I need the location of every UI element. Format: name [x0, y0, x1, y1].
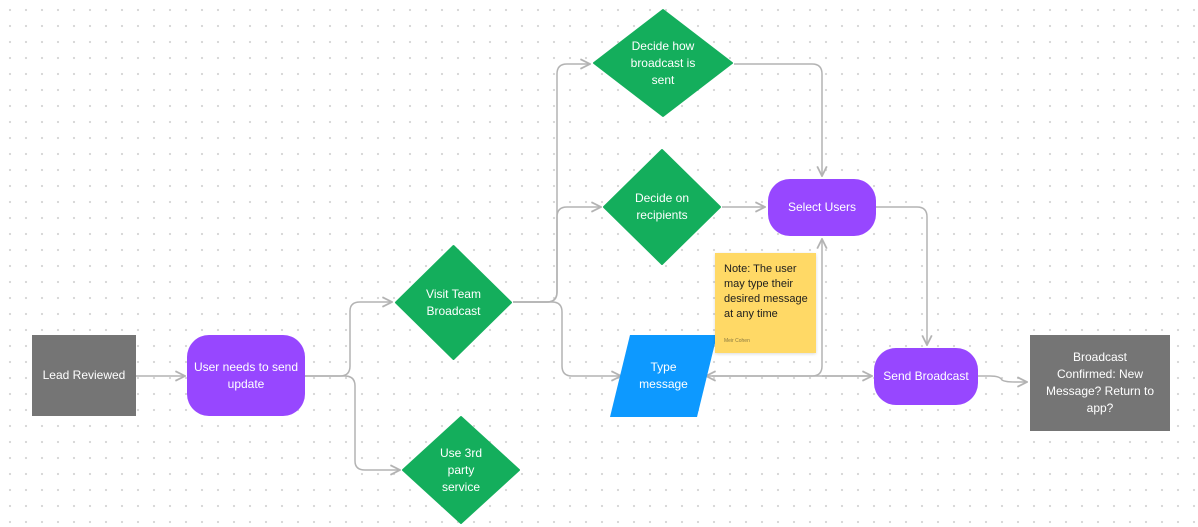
node-label: Use 3rd party service	[439, 445, 483, 494]
node-label: User needs to send update	[193, 359, 299, 391]
node-send-broadcast[interactable]: Send Broadcast	[874, 348, 978, 405]
node-type-message[interactable]: Type message	[610, 335, 717, 417]
diamond-shape	[402, 416, 520, 524]
node-use-3rd-party[interactable]: Use 3rd party service	[401, 415, 521, 525]
node-label: Send Broadcast	[883, 369, 969, 383]
sticky-note[interactable]: Note: The user may type their desired me…	[715, 253, 816, 353]
node-label: Lead Reviewed	[42, 368, 126, 382]
edge-visit-to-decide-recipients	[513, 207, 601, 303]
node-broadcast-confirmed[interactable]: Broadcast Confirmed: New Message? Return…	[1030, 335, 1170, 431]
diamond-shape	[395, 245, 512, 360]
parallelogram-shape	[610, 335, 717, 417]
edge-send-to-confirmed	[978, 375, 1027, 382]
diamond-shape	[603, 149, 721, 265]
sticky-note-text: Note: The user may type their desired me…	[724, 263, 808, 320]
node-select-users[interactable]: Select Users	[768, 179, 876, 236]
node-label: Type message	[639, 360, 688, 391]
edge-visit-to-decide-how	[513, 64, 590, 303]
node-label: Decide on recipients	[634, 191, 690, 222]
edge-decide-how-to-select	[734, 63, 822, 176]
edge-visit-to-type-message	[513, 301, 621, 376]
node-decide-recipients[interactable]: Decide on recipients	[602, 148, 722, 266]
node-label: Visit Team Broadcast	[426, 286, 481, 318]
edge-user-to-visit	[305, 302, 392, 377]
node-decide-how-sent[interactable]: Decide how broadcast is sent	[592, 8, 734, 118]
sticky-note-author: Meir Cohen	[724, 338, 750, 344]
edge-select-to-send	[876, 206, 927, 345]
diamond-shape	[593, 9, 733, 117]
node-label: Decide how broadcast is sent	[630, 38, 696, 87]
node-visit-team-broadcast[interactable]: Visit Team Broadcast	[394, 244, 513, 361]
node-label: Broadcast Confirmed: New Message? Return…	[1045, 350, 1155, 415]
node-user-needs-update[interactable]: User needs to send update	[187, 335, 305, 416]
node-lead-reviewed[interactable]: Lead Reviewed	[32, 335, 136, 416]
node-label: Select Users	[787, 200, 857, 214]
edge-user-to-3rdparty	[305, 375, 400, 470]
